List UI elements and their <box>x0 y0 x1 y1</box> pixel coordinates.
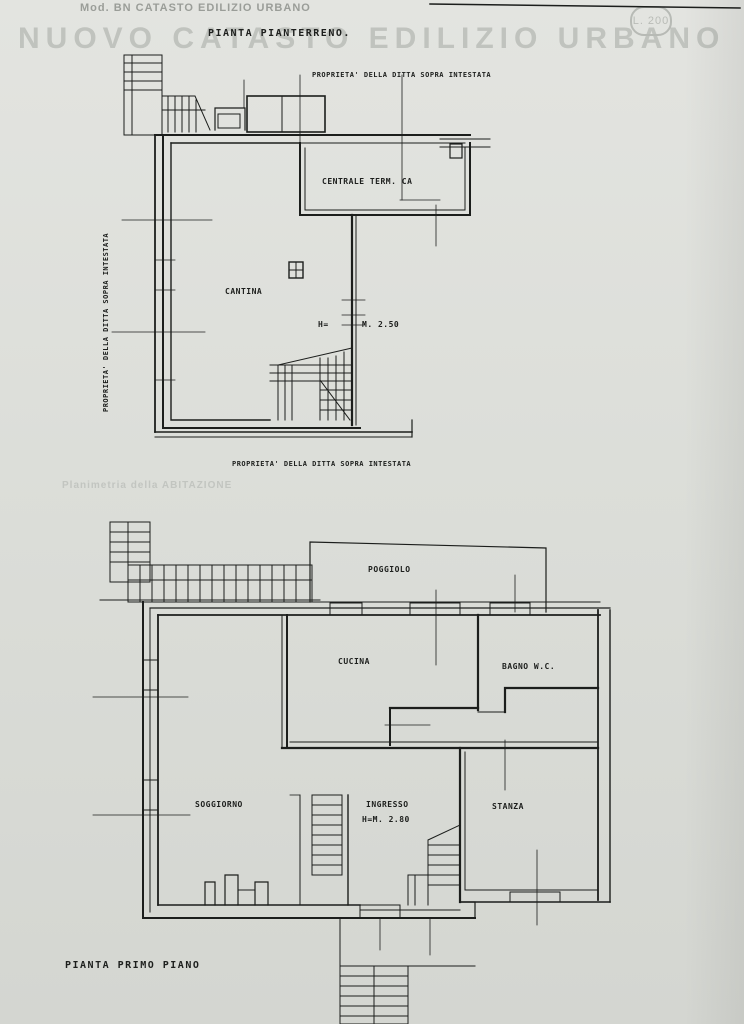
first-floor-title: PIANTA PRIMO PIANO <box>65 960 201 971</box>
room-label-poggiolo: POGGIOLO <box>368 565 411 574</box>
sheet-faint-mid-caption: Planimetria della ABITAZIONE <box>62 480 233 491</box>
ground-floor-plan <box>111 54 491 438</box>
room-label-cucina: CUCINA <box>338 657 370 666</box>
first-floor-height-label: H=M. 2.80 <box>362 815 410 824</box>
room-label-stanza: STANZA <box>492 802 524 811</box>
room-label-centrale-termica: CENTRALE TERM. CA <box>322 177 413 186</box>
ground-floor-height-value: M. 2.50 <box>362 320 400 329</box>
room-label-bagno: BAGNO W.C. <box>502 662 556 671</box>
room-label-ingresso: INGRESSO <box>366 800 409 809</box>
first-floor-plan <box>92 521 611 1024</box>
page-edge-shadow <box>684 0 744 1024</box>
ground-floor-property-left-label: PROPRIETA' DELLA DITTA SOPRA INTESTATA <box>102 232 110 412</box>
ground-floor-height-symbol: H= <box>318 320 329 329</box>
ground-floor-property-bottom-label: PROPRIETA' DELLA DITTA SOPRA INTESTATA <box>232 460 412 468</box>
room-label-cantina: CANTINA <box>225 287 263 296</box>
ground-floor-title: PIANTA PIANTERRENO. <box>208 28 351 39</box>
sheet-faint-header: NUOVO CATASTO EDILIZIO URBANO <box>18 22 726 55</box>
room-label-soggiorno: SOGGIORNO <box>195 800 243 809</box>
sheet-top-caption: Mod. BN CATASTO EDILIZIO URBANO <box>80 2 311 14</box>
ground-floor-property-top-label: PROPRIETA' DELLA DITTA SOPRA INTESTATA <box>312 71 492 79</box>
